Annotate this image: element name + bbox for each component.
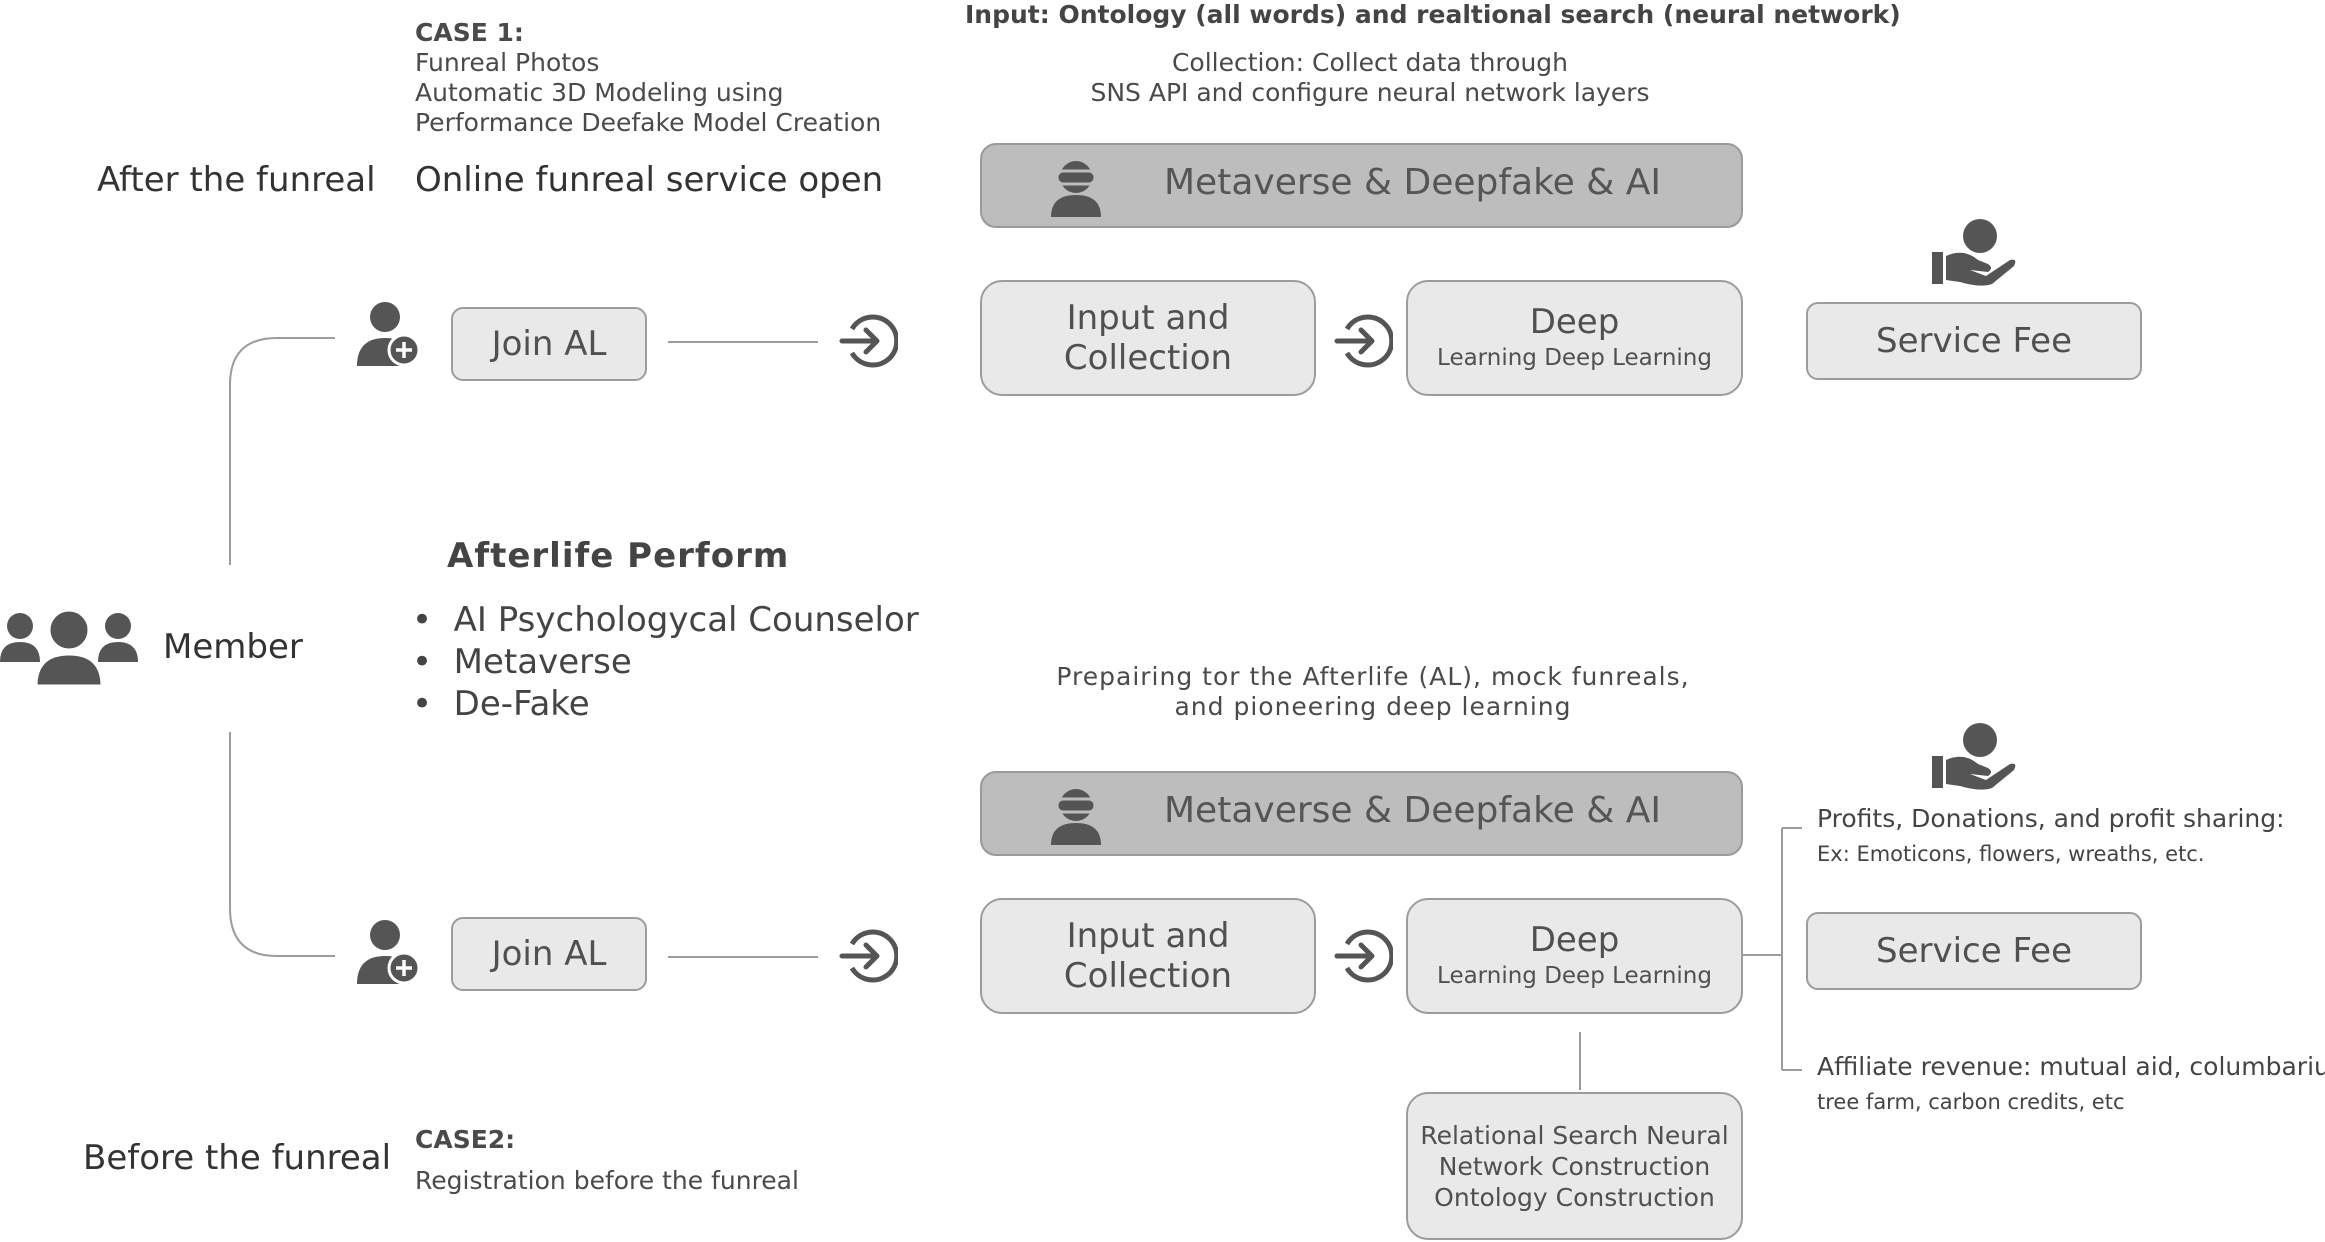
- hand-holding-person-icon: [1932, 219, 2016, 286]
- group-icon: [0, 608, 138, 686]
- top-metaverse-banner: Metaverse & Deepfake & AI: [980, 143, 1743, 228]
- case1-title: CASE 1:: [415, 18, 524, 47]
- collection-note-line-2: SNS API and configure neural network lay…: [1090, 78, 1650, 107]
- add-user-icon: [357, 920, 421, 985]
- bottom-deep-subtitle: Learning Deep Learning: [1437, 963, 1712, 989]
- top-deep-subtitle: Learning Deep Learning: [1437, 345, 1712, 371]
- prep-note-line-1: Prepairing tor the Afterlife (AL), mock …: [1056, 662, 1690, 691]
- afterlife-item-2: • Metaverse: [412, 642, 632, 682]
- input-heading: Input: Ontology (all words) and realtion…: [965, 0, 1901, 29]
- enter-arrow-icon: [839, 929, 898, 983]
- vr-headset-user-icon: [1051, 789, 1101, 845]
- bottom-deep-learning-box: Deep Learning Deep Learning: [1406, 898, 1743, 1014]
- case2-title: CASE2:: [415, 1125, 516, 1154]
- afterlife-item-3-label: De-Fake: [453, 684, 590, 724]
- case1-line-1: Funreal Photos: [415, 48, 600, 77]
- enter-arrow-icon: [1334, 929, 1393, 983]
- afterlife-item-3: • De-Fake: [412, 684, 590, 724]
- relational-line-1: Relational Search Neural: [1420, 1120, 1729, 1150]
- bottom-deep-title: Deep: [1529, 920, 1620, 960]
- top-deep-title: Deep: [1529, 302, 1620, 342]
- case1-line-3: Performance Deefake Model Creation: [415, 108, 882, 137]
- top-input-line-1: Input and: [1066, 298, 1230, 338]
- prep-note-line-2: and pioneering deep learning: [1174, 692, 1572, 721]
- bottom-join-al-box: Join AL: [451, 917, 647, 991]
- collection-note-line-1: Collection: Collect data through: [1171, 48, 1569, 77]
- before-funeral-label: Before the funreal: [83, 1138, 392, 1178]
- top-banner-label: Metaverse & Deepfake & AI: [1164, 162, 1662, 203]
- bottom-input-line-2: Collection: [1063, 956, 1233, 996]
- member-to-bottom-join-line: [229, 732, 335, 957]
- top-join-al-label: Join AL: [491, 324, 607, 364]
- bullet: •: [412, 684, 454, 724]
- top-deep-learning-box: Deep Learning Deep Learning: [1406, 280, 1743, 396]
- profits-subtitle: Ex: Emoticons, flowers, wreaths, etc.: [1817, 842, 2205, 866]
- bullet: •: [412, 600, 454, 640]
- afterlife-item-1-label: AI Psychologycal Counselor: [453, 600, 919, 640]
- affiliate-subtitle: tree farm, carbon credits, etc: [1817, 1090, 2125, 1114]
- case2-line: Registration before the funreal: [415, 1166, 799, 1195]
- profits-title: Profits, Donations, and profit sharing:: [1817, 804, 2285, 833]
- bottom-input-line-1: Input and: [1066, 916, 1230, 956]
- bottom-service-fee-box: Service Fee: [1806, 912, 2142, 990]
- affiliate-title: Affiliate revenue: mutual aid, columbari…: [1817, 1052, 2325, 1081]
- afterlife-item-2-label: Metaverse: [453, 642, 632, 682]
- top-service-fee-label: Service Fee: [1876, 321, 2072, 361]
- bottom-input-collection-box: Input and Collection: [980, 898, 1316, 1014]
- top-input-line-2: Collection: [1063, 338, 1233, 378]
- top-input-collection-box: Input and Collection: [980, 280, 1316, 396]
- enter-arrow-icon: [839, 314, 898, 368]
- top-service-fee-box: Service Fee: [1806, 302, 2142, 380]
- afterlife-perform-title: Afterlife Perform: [447, 536, 790, 576]
- member-label: Member: [163, 627, 303, 667]
- relational-search-box: Relational Search Neural Network Constru…: [1406, 1092, 1743, 1240]
- member-to-top-join-line: [229, 337, 335, 565]
- top-join-al-box: Join AL: [451, 307, 647, 381]
- bottom-service-fee-label: Service Fee: [1876, 931, 2072, 971]
- bottom-banner-label: Metaverse & Deepfake & AI: [1164, 790, 1662, 831]
- hand-holding-person-icon: [1932, 723, 2016, 790]
- enter-arrow-icon: [1334, 314, 1393, 368]
- bullet: •: [412, 642, 454, 682]
- online-service-title: Online funreal service open: [415, 160, 884, 200]
- add-user-icon: [357, 302, 421, 367]
- vr-headset-user-icon: [1051, 161, 1101, 217]
- case1-line-2: Automatic 3D Modeling using: [415, 78, 784, 107]
- after-funeral-label: After the funreal: [97, 160, 376, 200]
- bottom-metaverse-banner: Metaverse & Deepfake & AI: [980, 771, 1743, 856]
- relational-line-2: Network Construction: [1438, 1151, 1711, 1181]
- relational-line-3: Ontology Construction: [1434, 1182, 1715, 1212]
- bottom-join-al-label: Join AL: [491, 934, 607, 974]
- afterlife-item-1: • AI Psychologycal Counselor: [412, 600, 919, 640]
